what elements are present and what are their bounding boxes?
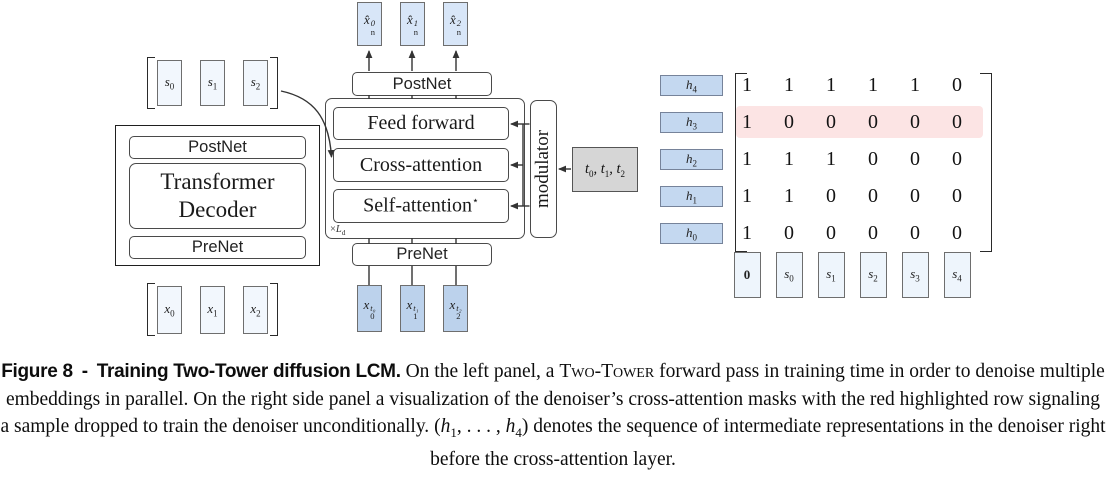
s-vector-box: s1	[200, 60, 225, 106]
s-vector-box: s0	[157, 60, 182, 106]
mask-cell: 1	[742, 74, 752, 96]
mask-cell: 1	[868, 74, 878, 96]
mask-cell: 0	[910, 111, 920, 133]
mask-cell: 0	[868, 148, 878, 170]
mask-row: 1 0 0 0 0 0	[726, 104, 978, 141]
feed-forward-block: Feed forward	[333, 107, 509, 140]
matrix-right-bracket	[980, 73, 992, 252]
mask-cell: 0	[910, 222, 920, 244]
x-vector-box: x1	[200, 286, 225, 334]
repeat-layers-label: ×Ld	[330, 224, 346, 238]
h-label-box: h0	[660, 223, 723, 244]
mask-cell: 0	[952, 185, 962, 207]
caption-text-1: On the left panel, a	[400, 361, 560, 382]
caption-math-h-sequence: (h1, . . . , h4)	[434, 416, 529, 440]
mask-cell: 0	[826, 185, 836, 207]
mask-row: 1 0 0 0 0 0	[726, 215, 978, 252]
x-vector-box: x0	[157, 286, 182, 334]
mask-cell: 0	[826, 222, 836, 244]
h-label-box: h4	[660, 75, 723, 96]
mask-cell: 0	[952, 74, 962, 96]
h-label-box: h3	[660, 112, 723, 133]
mask-cell: 0	[868, 185, 878, 207]
column-label-box: s4	[943, 252, 971, 298]
context-prenet-layer: PreNet	[129, 236, 306, 259]
transformer-decoder-layer: Transformer Decoder	[129, 163, 306, 229]
h-label-box: h1	[660, 186, 723, 207]
cross-attention-mask-matrix: 1 1 1 1 1 0 1 0 0 0 0 0 1 1 1 0 0 0 1 1 0 0 0 0 1 0 0 0 0 0	[726, 67, 978, 252]
timesteps-box: t0, t1, t2	[572, 147, 638, 192]
mask-cell: 0	[868, 222, 878, 244]
feed-forward-label: Feed forward	[367, 112, 475, 134]
x-vector-right-bracket	[270, 283, 278, 336]
modulator-block: modulator	[530, 100, 557, 238]
cross-attention-block: Cross-attention	[333, 148, 509, 182]
mask-cell: 0	[952, 222, 962, 244]
mask-cell: 0	[910, 148, 920, 170]
s-vector-group: s0 s1 s2	[157, 60, 268, 106]
denoiser-prenet-layer: PreNet	[352, 243, 492, 266]
matrix-left-bracket	[735, 73, 747, 252]
x-vector-group: x0 x1 x2	[157, 286, 268, 334]
s-vector-box: s2	[243, 60, 268, 106]
column-label-box: s1	[817, 252, 845, 298]
self-attention-label: Self-attention	[363, 194, 472, 217]
mask-cell: 1	[742, 222, 752, 244]
mask-cell: 1	[784, 185, 794, 207]
denoiser-postnet-layer: PostNet	[352, 72, 492, 96]
x-vector-box: x2	[243, 286, 268, 334]
column-label-box: s0	[775, 252, 803, 298]
h-label-box: h2	[660, 149, 723, 170]
modulator-label: modulator	[532, 129, 554, 209]
caption-text-2: forward pass in training time in order t…	[0, 361, 1105, 437]
mask-cell: 1	[784, 148, 794, 170]
mask-cell: 0	[952, 111, 962, 133]
mask-cell: 1	[784, 74, 794, 96]
mask-cell: 1	[742, 111, 752, 133]
mask-cell: 1	[742, 185, 752, 207]
mask-cell: 0	[826, 111, 836, 133]
caption-title: Training Two-Tower diffusion LCM.	[96, 361, 401, 382]
caption-text-3: denotes the sequence of intermediate rep…	[430, 416, 1106, 471]
column-label-box: 0	[733, 252, 761, 298]
mask-row: 1 1 1 0 0 0	[726, 141, 978, 178]
self-attention-block: Self-attention⋆	[333, 189, 509, 223]
mask-cell: 0	[952, 148, 962, 170]
context-postnet-layer: PostNet	[129, 136, 306, 159]
figure-caption: Figure 8-Training Two-Tower diffusion LC…	[0, 358, 1106, 474]
caption-dash: -	[81, 361, 88, 382]
mask-cell: 1	[826, 74, 836, 96]
x-vector-left-bracket	[147, 283, 155, 336]
mask-row: 1 1 1 1 1 0	[726, 67, 978, 104]
mask-cell: 1	[910, 74, 920, 96]
mask-cell: 0	[784, 222, 794, 244]
mask-row: 1 1 0 0 0 0	[726, 178, 978, 215]
column-label-box: s2	[859, 252, 887, 298]
dropped-sample-highlight	[736, 106, 983, 138]
column-label-box: s3	[901, 252, 929, 298]
s-vector-left-bracket	[147, 57, 155, 109]
self-attention-sup: ⋆	[471, 195, 479, 208]
mask-cell: 0	[868, 111, 878, 133]
mask-cell: 0	[910, 185, 920, 207]
s-vector-right-bracket	[270, 57, 278, 109]
mask-cell: 1	[826, 148, 836, 170]
timesteps-label: t0, t1, t2	[584, 160, 626, 179]
cross-attention-label: Cross-attention	[359, 153, 483, 176]
caption-smallcaps-two-tower: Two-Tower	[559, 361, 655, 382]
figure-diagram: s0 s1 s2 PostNet Transformer Decoder PreNe…	[115, 2, 992, 336]
mask-cell: 0	[784, 111, 794, 133]
figure-number-label: Figure 8	[1, 361, 73, 382]
mask-cell: 1	[742, 148, 752, 170]
